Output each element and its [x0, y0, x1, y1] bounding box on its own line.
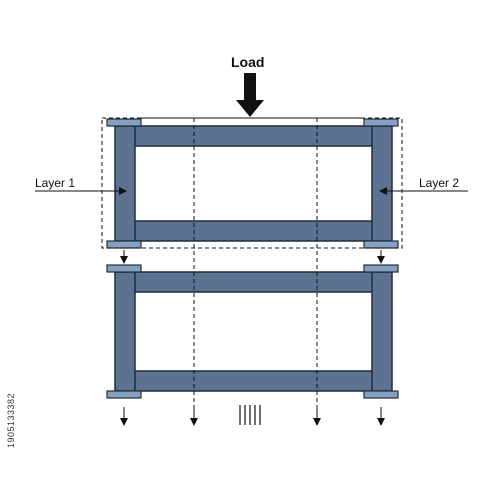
dashed-guides	[101, 117, 403, 420]
upper-frame-left-top-cap	[106, 118, 142, 127]
layer1-label: Layer 1	[35, 176, 76, 190]
upper-frame-left-column	[114, 125, 136, 242]
load-label: Load	[231, 54, 265, 70]
lower-frame-bottom-beam	[124, 370, 382, 392]
lower-frame-left-top-cap	[106, 264, 142, 273]
upper-frame-right-bottom-cap	[363, 240, 399, 249]
upper-frame-right-column	[371, 125, 393, 242]
side-id-text: 1905133382	[6, 392, 16, 448]
upper-frame-left-bottom-cap	[106, 240, 142, 249]
upper-frame-bottom-beam	[124, 220, 382, 242]
lower-frame-right-bottom-cap	[363, 390, 399, 399]
hatch-marks	[239, 405, 261, 425]
lower-frame-left-bottom-cap	[106, 390, 142, 399]
lower-frame-top-beam	[124, 271, 382, 293]
upper-frame-top-beam	[124, 125, 382, 147]
load-arrow-icon	[236, 73, 264, 117]
layer2-label: Layer 2	[419, 176, 460, 190]
upper-frame	[106, 118, 399, 249]
upper-frame-right-top-cap	[363, 118, 399, 127]
upper-dashed-outline	[101, 117, 403, 249]
lower-frame-right-column	[371, 271, 393, 392]
lower-frame-right-top-cap	[363, 264, 399, 273]
lower-frame	[106, 264, 399, 399]
lower-frame-left-column	[114, 271, 136, 392]
